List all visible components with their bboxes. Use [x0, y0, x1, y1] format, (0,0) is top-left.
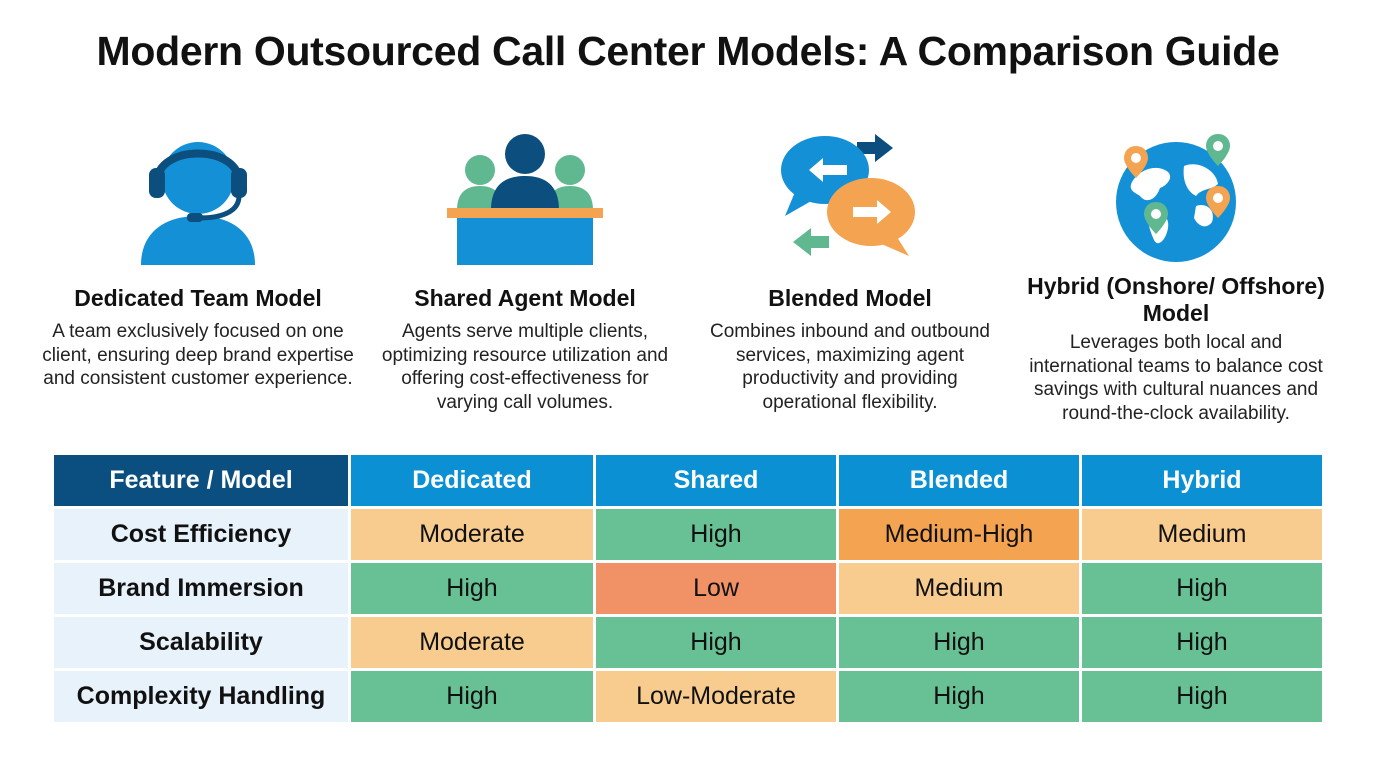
- feature-label: Brand Immersion: [54, 563, 348, 614]
- blended-chat-arrows-icon: [781, 134, 915, 256]
- table-header-cell: Shared: [596, 455, 836, 506]
- table-cell: Moderate: [351, 509, 593, 560]
- feature-label: Complexity Handling: [54, 671, 348, 722]
- table-cell: High: [839, 671, 1079, 722]
- model-description: A team exclusively focused on one client…: [42, 321, 354, 389]
- model-card-shared: Shared Agent Model Agents serve multiple…: [369, 125, 681, 414]
- model-title: Blended Model: [768, 285, 932, 311]
- table-cell: Medium-High: [839, 509, 1079, 560]
- table-cell: High: [1082, 563, 1322, 614]
- table-cell: Medium: [1082, 509, 1322, 560]
- table-header-cell: Feature / Model: [54, 455, 348, 506]
- comparison-table: Feature / Model Dedicated Shared Blended…: [51, 452, 1325, 725]
- globe-pins-icon: [1116, 134, 1236, 262]
- table-row: Scalability Moderate High High High: [54, 617, 1322, 668]
- table-cell: High: [839, 617, 1079, 668]
- table-header-cell: Blended: [839, 455, 1079, 506]
- headset-agent-icon: [141, 142, 255, 265]
- model-card-dedicated: Dedicated Team Model A team exclusively …: [42, 125, 354, 391]
- model-title: Dedicated Team Model: [74, 285, 322, 311]
- model-card-blended: Blended Model Combines inbound and outbo…: [694, 125, 1006, 414]
- model-description: Leverages both local and international t…: [1029, 332, 1323, 424]
- page-title: Modern Outsourced Call Center Models: A …: [96, 28, 1280, 74]
- model-title: Shared Agent Model: [414, 285, 636, 311]
- model-description: Combines inbound and outbound services, …: [710, 321, 990, 413]
- feature-label: Cost Efficiency: [54, 509, 348, 560]
- feature-label: Scalability: [54, 617, 348, 668]
- shared-agents-icon: [447, 134, 603, 265]
- table-cell: High: [1082, 671, 1322, 722]
- table-row: Brand Immersion High Low Medium High: [54, 563, 1322, 614]
- table-row: Cost Efficiency Moderate High Medium-Hig…: [54, 509, 1322, 560]
- table-cell: High: [351, 671, 593, 722]
- table-cell: Low-Moderate: [596, 671, 836, 722]
- model-description: Agents serve multiple clients, optimizin…: [381, 321, 669, 413]
- table-header-row: Feature / Model Dedicated Shared Blended…: [54, 455, 1322, 506]
- model-title: Hybrid (Onshore/ Offshore) Model: [1027, 273, 1325, 326]
- table-cell: High: [596, 509, 836, 560]
- table-cell: High: [596, 617, 836, 668]
- table-row: Complexity Handling High Low-Moderate Hi…: [54, 671, 1322, 722]
- table-header-cell: Dedicated: [351, 455, 593, 506]
- table-cell: Moderate: [351, 617, 593, 668]
- table-cell: Low: [596, 563, 836, 614]
- table-cell: High: [351, 563, 593, 614]
- table-header-cell: Hybrid: [1082, 455, 1322, 506]
- table-cell: High: [1082, 617, 1322, 668]
- table-cell: Medium: [839, 563, 1079, 614]
- model-card-hybrid: Hybrid (Onshore/ Offshore) Model Leverag…: [1020, 125, 1332, 425]
